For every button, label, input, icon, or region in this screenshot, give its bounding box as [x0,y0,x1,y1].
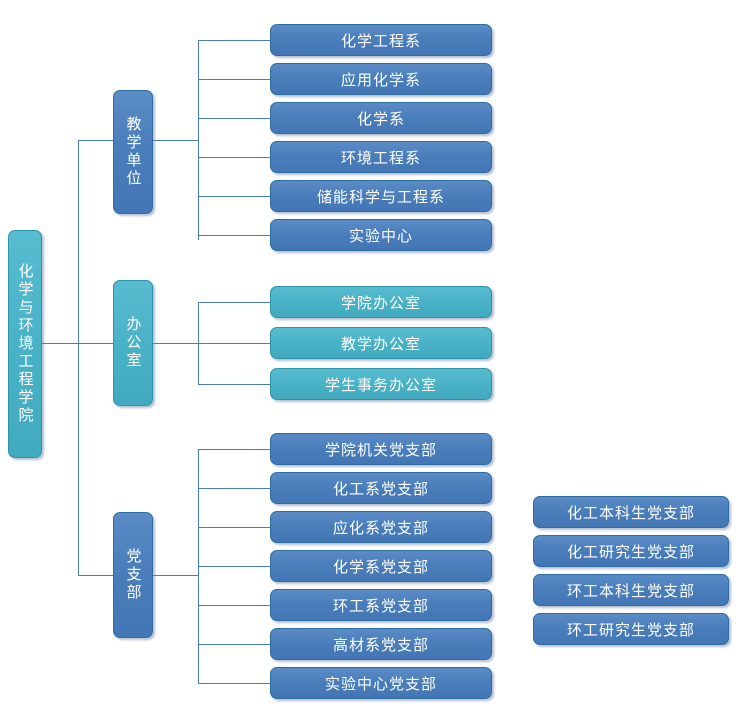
connector-party-child-4 [198,566,270,567]
root-node-college[interactable]: 化学与环境工程学院 [8,230,42,458]
connector-root-spine [78,140,79,576]
connector-root-to-office [78,343,113,344]
branch-node-offices[interactable]: 办公室 [113,280,153,406]
leaf-node-college-admin-party-branch[interactable]: 学院机关党支部 [270,433,492,465]
leaf-node-college-office[interactable]: 学院办公室 [270,286,492,318]
leaf-node-chemeng-party-branch[interactable]: 化工系党支部 [270,472,492,504]
connector-party-child-1 [198,449,270,450]
connector-root-stub [42,343,78,344]
leaf-node-student-affairs-office[interactable]: 学生事务办公室 [270,368,492,400]
connector-teaching-spine [198,40,199,240]
leaf-node-polymer-party-branch[interactable]: 高材系党支部 [270,628,492,660]
leaf-node-chemistry-dept[interactable]: 化学系 [270,102,492,134]
connector-office-stub [153,343,198,344]
aside-node-environ-grad-party-branch[interactable]: 环工研究生党支部 [533,613,729,645]
connector-teaching-child-6 [198,235,270,236]
connector-teaching-child-3 [198,118,270,119]
connector-party-child-3 [198,527,270,528]
connector-party-child-5 [198,605,270,606]
leaf-node-chemistry-party-branch[interactable]: 化学系党支部 [270,550,492,582]
leaf-node-environ-eng-party-branch[interactable]: 环工系党支部 [270,589,492,621]
connector-party-child-7 [198,683,270,684]
leaf-node-experiment-center-party-branch[interactable]: 实验中心党支部 [270,667,492,699]
leaf-node-energy-storage-dept[interactable]: 储能科学与工程系 [270,180,492,212]
connector-teaching-child-5 [198,196,270,197]
aside-node-environ-undergrad-party-branch[interactable]: 环工本科生党支部 [533,574,729,606]
connector-party-child-6 [198,644,270,645]
leaf-node-applied-chemistry-dept[interactable]: 应用化学系 [270,63,492,95]
leaf-node-chemical-engineering-dept[interactable]: 化学工程系 [270,24,492,56]
aside-node-chemeng-undergrad-party-branch[interactable]: 化工本科生党支部 [533,496,729,528]
connector-teaching-child-4 [198,157,270,158]
leaf-node-teaching-office[interactable]: 教学办公室 [270,327,492,359]
connector-teaching-stub [153,140,198,141]
leaf-node-applied-chem-party-branch[interactable]: 应化系党支部 [270,511,492,543]
branch-node-teaching-units[interactable]: 教学单位 [113,90,153,214]
connector-office-child-3 [198,384,270,385]
connector-root-to-teaching [78,140,113,141]
connector-party-child-2 [198,488,270,489]
leaf-node-experiment-center[interactable]: 实验中心 [270,219,492,251]
branch-node-party-branches[interactable]: 党支部 [113,512,153,638]
aside-node-chemeng-grad-party-branch[interactable]: 化工研究生党支部 [533,535,729,567]
connector-teaching-child-2 [198,79,270,80]
connector-office-child-1 [198,302,270,303]
connector-root-to-party [78,575,113,576]
connector-party-stub [153,575,198,576]
connector-office-child-2 [198,343,270,344]
connector-teaching-child-1 [198,40,270,41]
leaf-node-environmental-engineering-dept[interactable]: 环境工程系 [270,141,492,173]
